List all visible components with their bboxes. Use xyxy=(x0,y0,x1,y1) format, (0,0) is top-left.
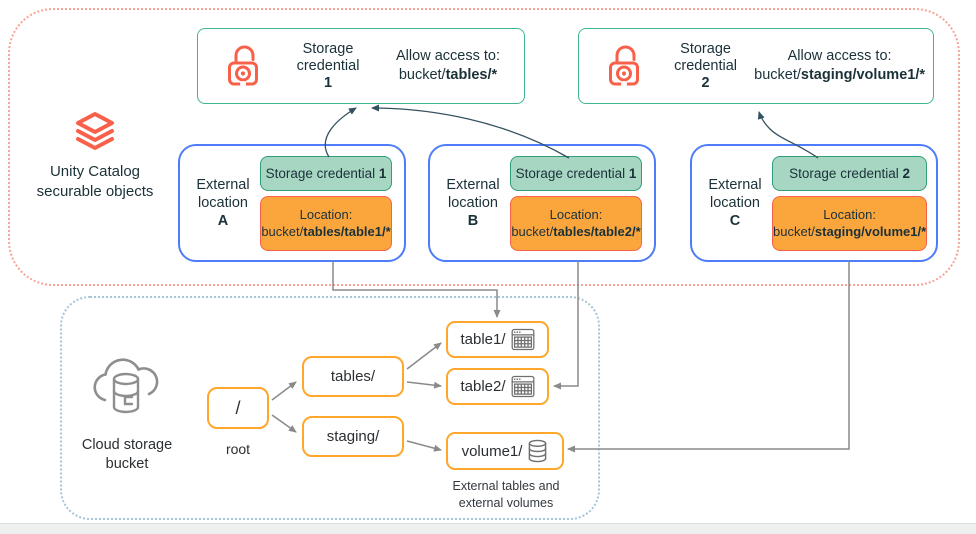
external-location-b-box: External location B Storage credential 1… xyxy=(428,144,656,262)
databricks-logo-icon xyxy=(76,112,114,150)
cloud-storage-bucket-label: Cloud storage bucket xyxy=(56,436,198,474)
volume1-label: volume1/ xyxy=(461,442,523,460)
el-a-line1: External xyxy=(196,177,250,193)
storage-credential-2-name: Storage credential 2 xyxy=(657,41,754,92)
el-a-line2: location xyxy=(198,195,248,211)
el-a-letter: A xyxy=(217,213,229,229)
sc1-path-prefix: bucket/ xyxy=(398,67,446,83)
external-location-a-box: External location A Storage credential 1… xyxy=(178,144,406,262)
el-a-credential-label: Storage credential xyxy=(265,165,379,181)
sc1-name-line2: credential xyxy=(296,57,360,74)
el-c-location-badge: Location: bucket/staging/volume1/* xyxy=(772,195,928,251)
sc1-number: 1 xyxy=(323,74,333,91)
sc2-name-line1: Storage xyxy=(680,40,731,57)
el-b-line2: location xyxy=(448,195,498,211)
el-a-path-prefix: bucket/ xyxy=(261,224,304,239)
el-c-line2: location xyxy=(710,195,760,211)
el-b-credential-badge: Storage credential 1 xyxy=(510,155,642,191)
lock-icon xyxy=(228,45,258,87)
storage-credential-2-allow: Allow access to: bucket/staging/volume1/… xyxy=(754,47,933,85)
el-c-credential-label: Storage credential xyxy=(789,165,903,181)
staging-folder-node: staging/ xyxy=(302,416,404,457)
unity-catalog-label-line1: Unity Catalog xyxy=(49,163,141,180)
external-location-c-box: External location C Storage credential 2… xyxy=(690,144,938,262)
unity-catalog-label-line2: securable objects xyxy=(36,183,154,200)
table2-label: table2/ xyxy=(460,378,506,395)
lock-icon xyxy=(609,45,639,87)
table-icon xyxy=(511,328,534,351)
page-bottom-strip xyxy=(0,523,976,534)
external-location-a-label: External location A xyxy=(192,176,254,230)
sc1-name-line1: Storage xyxy=(302,40,354,57)
el-c-path-bold: staging/volume1/* xyxy=(814,224,927,239)
el-b-location-badge: Location: bucket/tables/table2/* xyxy=(510,195,642,251)
el-b-credential-label: Storage credential xyxy=(515,165,629,181)
el-c-credential-number: 2 xyxy=(902,165,910,181)
sc2-path-bold: staging/volume1/* xyxy=(800,67,925,83)
el-a-location-badge: Location: bucket/tables/table1/* xyxy=(260,195,392,251)
cloud-database-icon xyxy=(93,358,159,414)
caption-line2: external volumes xyxy=(458,496,554,510)
el-c-letter: C xyxy=(729,213,741,229)
storage-credential-1-name: Storage credential 1 xyxy=(276,41,380,92)
volume-icon xyxy=(529,439,547,463)
storage-credential-1-box: Storage credential 1 Allow access to: bu… xyxy=(197,28,525,104)
external-location-b-label: External location B xyxy=(442,176,504,230)
el-c-path-prefix: bucket/ xyxy=(773,224,815,239)
table1-label: table1/ xyxy=(460,331,506,348)
el-b-location-label: Location: xyxy=(549,207,603,222)
root-node: / xyxy=(207,387,269,429)
arrow-loc-c-to-volume1 xyxy=(567,261,850,453)
storage-credential-1-allow: Allow access to: bucket/tables/* xyxy=(380,47,524,85)
sc2-allow-label: Allow access to: xyxy=(787,48,892,64)
el-a-location-label: Location: xyxy=(299,207,353,222)
el-c-location-label: Location: xyxy=(823,207,876,222)
tables-folder-node: tables/ xyxy=(302,356,404,397)
sc2-path-prefix: bucket/ xyxy=(754,67,801,83)
el-b-path-bold: tables/table2/* xyxy=(553,224,641,239)
caption-line1: External tables and xyxy=(452,479,560,493)
el-b-letter: B xyxy=(467,213,479,229)
sc1-allow-label: Allow access to: xyxy=(396,48,500,64)
storage-credential-2-box: Storage credential 2 Allow access to: bu… xyxy=(578,28,934,104)
external-tables-volumes-caption: External tables and external volumes xyxy=(418,478,594,512)
el-a-credential-badge: Storage credential 1 xyxy=(260,155,392,191)
table-icon xyxy=(511,375,534,398)
el-a-credential-number: 1 xyxy=(378,165,387,181)
sc2-name-line2: credential xyxy=(674,57,738,74)
el-c-line1: External xyxy=(708,177,762,193)
el-b-credential-number: 1 xyxy=(628,165,637,181)
el-b-line1: External xyxy=(446,177,500,193)
volume1-node: volume1/ xyxy=(446,432,564,470)
cloud-label-line1: Cloud storage xyxy=(81,437,173,453)
el-c-credential-badge: Storage credential 2 xyxy=(772,155,928,191)
root-caption: root xyxy=(225,441,251,457)
el-a-path-bold: tables/table1/* xyxy=(303,224,391,239)
cloud-label-line2: bucket xyxy=(105,456,149,472)
table1-node: table1/ xyxy=(446,321,549,358)
unity-catalog-label: Unity Catalog securable objects xyxy=(8,162,182,202)
external-location-c-label: External location C xyxy=(704,176,766,230)
table2-node: table2/ xyxy=(446,368,549,405)
sc1-path-bold: tables/* xyxy=(445,67,498,83)
el-b-path-prefix: bucket/ xyxy=(511,224,554,239)
sc2-number: 2 xyxy=(701,74,710,91)
